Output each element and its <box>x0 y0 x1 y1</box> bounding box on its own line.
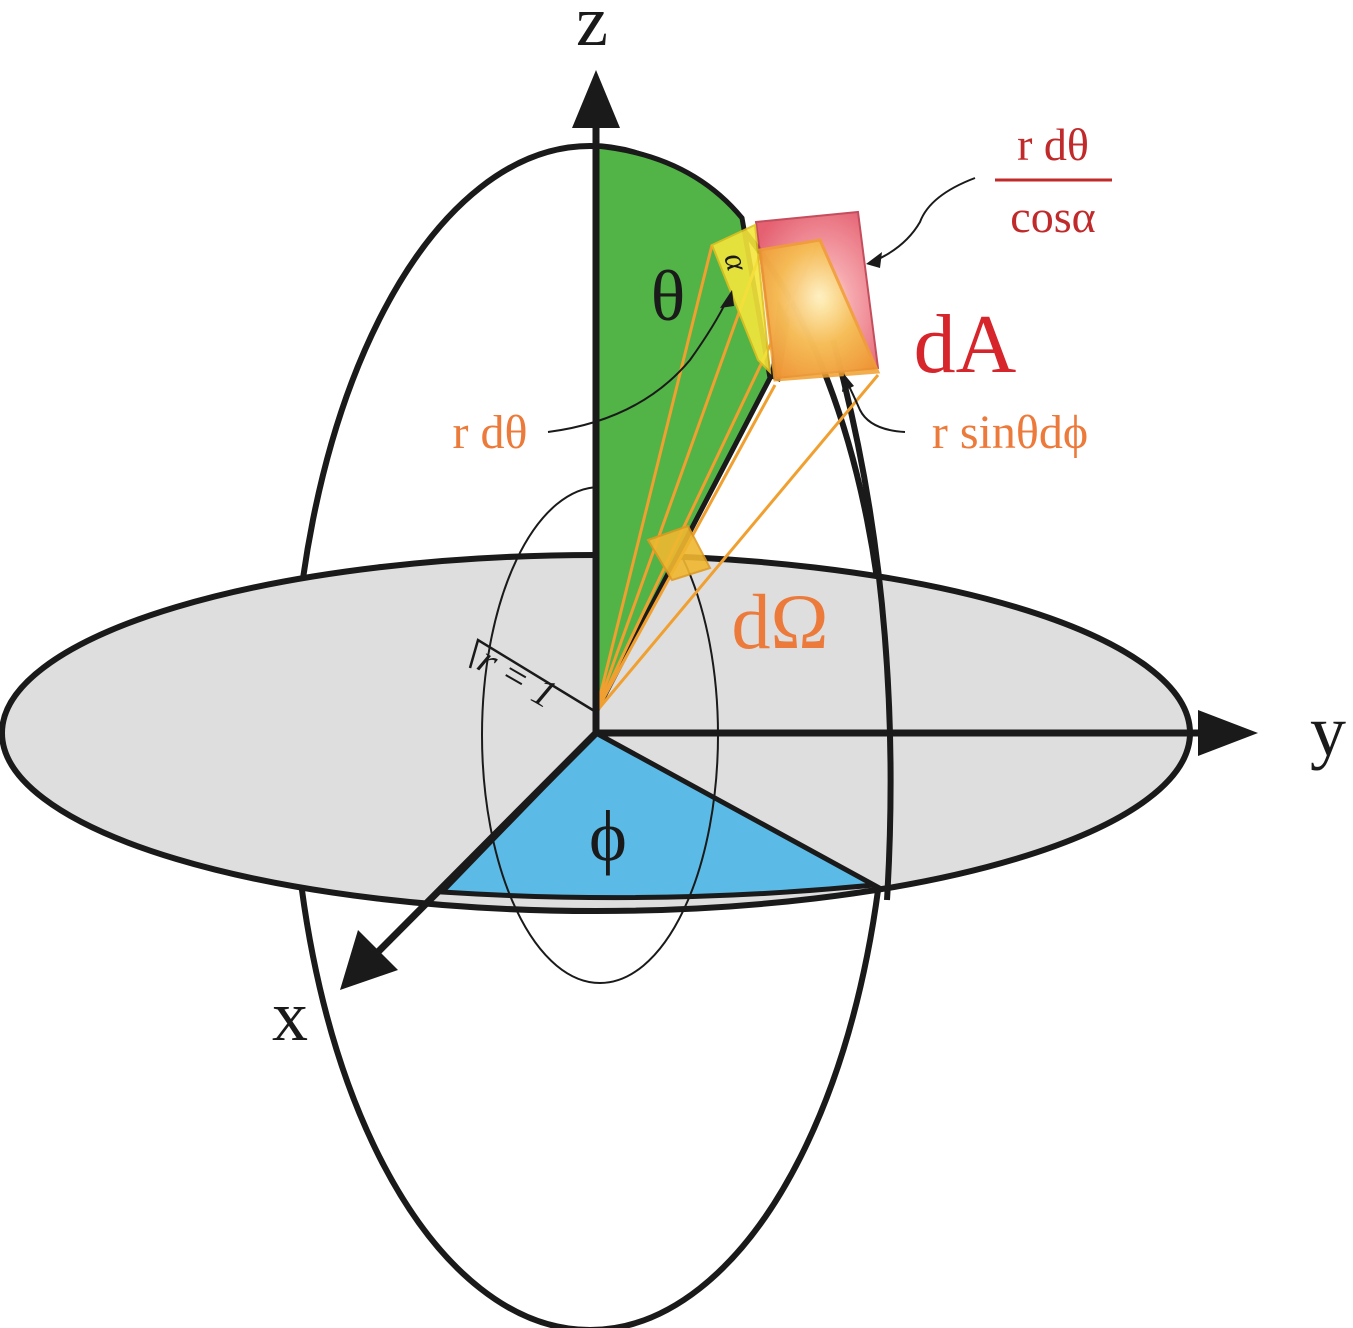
solid-angle-patch <box>646 524 712 582</box>
phi-wedge <box>436 729 883 901</box>
x-arrowhead <box>340 930 398 990</box>
z-arrowhead <box>572 70 620 128</box>
axis-z-label: z <box>576 0 608 61</box>
r-sintheta-dphi-label: r sinθdϕ <box>932 406 1088 459</box>
fraction-numerator: r dθ <box>1017 119 1089 170</box>
theta-wedge <box>593 143 773 714</box>
rsin-callout-arrow-icon <box>842 374 854 392</box>
axis-x-label: x <box>272 976 308 1056</box>
dOmega-label: dΩ <box>732 578 829 665</box>
dA-label: dA <box>914 298 1017 391</box>
rdtheta-callout <box>547 297 729 433</box>
radius-bracket <box>468 638 597 714</box>
x-axis <box>367 730 599 963</box>
rdtheta-callout-arrow-icon <box>720 290 734 308</box>
frac-callout <box>871 177 976 263</box>
frac-callout-arrow-icon <box>866 252 882 268</box>
alpha-patch <box>710 223 772 375</box>
fraction-denominator: cosα <box>1010 191 1095 242</box>
theta-label: θ <box>651 256 686 336</box>
phi-label: ϕ <box>589 796 627 876</box>
r-dtheta-label: r dθ <box>453 406 528 459</box>
surface-element <box>758 238 881 382</box>
y-arrowhead <box>1198 710 1258 756</box>
axis-y-label: y <box>1310 691 1346 771</box>
meridian-front-arc <box>830 339 894 901</box>
